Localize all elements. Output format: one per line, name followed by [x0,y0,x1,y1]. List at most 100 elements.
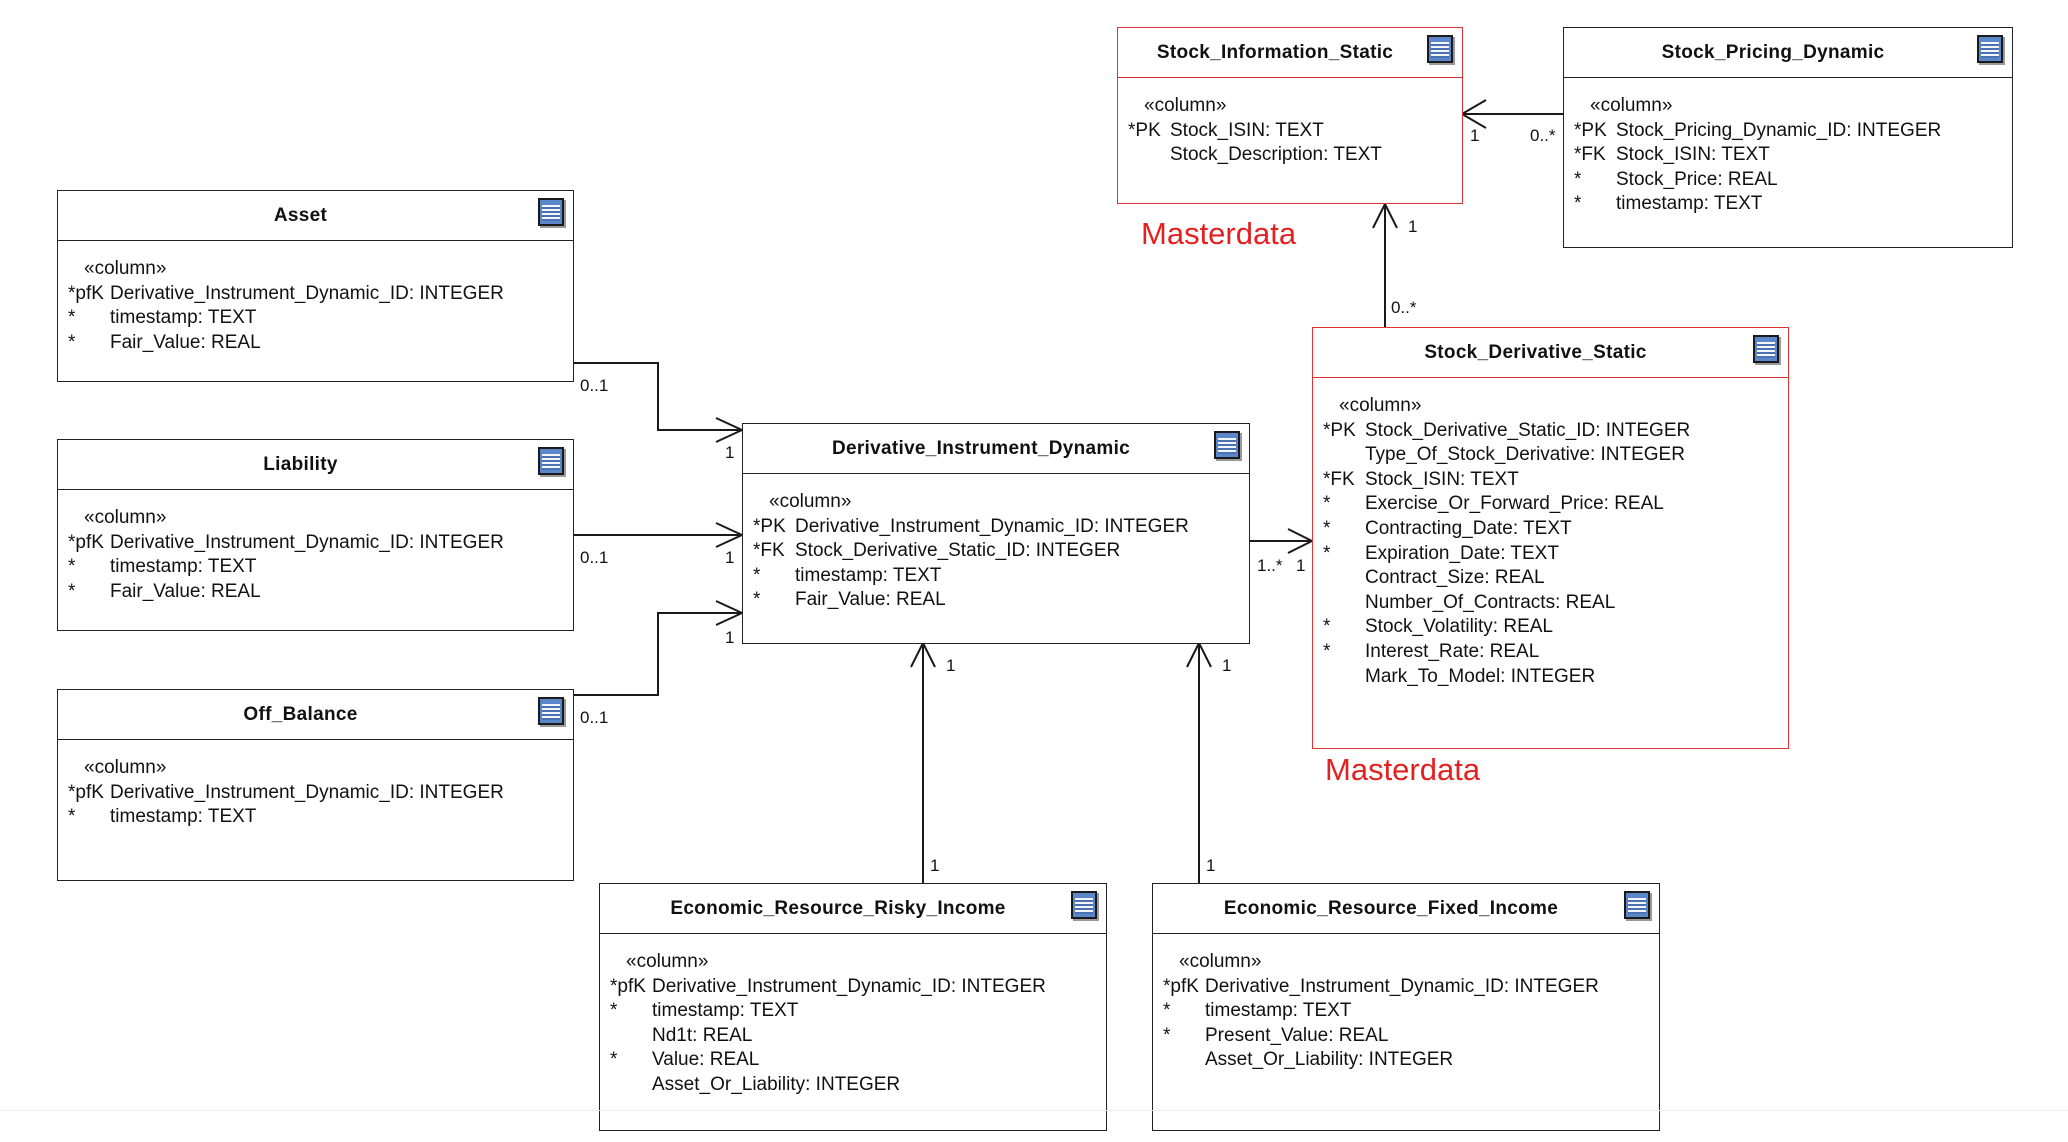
entity-title: Stock_Information_Static [1156,41,1394,63]
column-text: timestamp: TEXT [1616,193,1763,215]
column-key: * [68,307,76,329]
column-text: Derivative_Instrument_Dynamic_ID: INTEGE… [110,781,504,803]
column-row: *Fair_Value: REAL [753,588,1249,613]
masterdata-label-right: Masterdata [1325,752,1481,787]
column-key [1163,1048,1205,1073]
column-key [610,1073,652,1098]
column-text: Derivative_Instrument_Dynamic_ID: INTEGE… [652,975,1046,997]
multiplicity-label: 1 [946,656,956,675]
multiplicity-label: 0..1 [580,708,609,727]
column-text: Stock_ISIN: TEXT [1365,468,1519,490]
column-text: Stock_ISIN: TEXT [1616,144,1770,166]
multiplicity-label: 0..* [1391,298,1417,317]
multiplicity-label: 1 [725,628,735,647]
column-row: *Exercise_Or_Forward_Price: REAL [1323,492,1788,517]
column-key: * [68,331,76,353]
column-text: Mark_To_Model: INTEGER [1365,665,1596,687]
column-text: Type_Of_Stock_Derivative: INTEGER [1365,444,1685,466]
entity-economic-resource-fixed-income[interactable]: Economic_Resource_Fixed_Income «column» … [1152,883,1660,1131]
stereotype: «column» [626,951,709,972]
column-key: *PK [1323,419,1356,441]
column-text: Present_Value: REAL [1205,1024,1389,1046]
column-text: Fair_Value: REAL [110,580,261,602]
column-key: * [610,1000,618,1022]
table-icon [538,447,564,475]
multiplicity-label: 1 [1222,656,1232,675]
entity-derivative-instrument-dynamic[interactable]: Derivative_Instrument_Dynamic «column» *… [742,423,1250,644]
stereotype: «column» [84,258,167,279]
column-text: Stock_Derivative_Static_ID: INTEGER [1365,419,1691,441]
column-text: timestamp: TEXT [1205,1000,1352,1022]
entity-off-balance[interactable]: Off_Balance «column» *pfK Derivative_Inst… [57,689,574,881]
column-text: timestamp: TEXT [795,564,942,586]
column-text: timestamp: TEXT [110,806,257,828]
column-row: Asset_Or_Liability: INTEGER [1163,1048,1659,1073]
column-key: * [68,580,76,602]
multiplicity-label: 0..* [1530,126,1556,145]
rel-offbalance-dynamic [574,612,742,696]
column-text: Fair_Value: REAL [110,331,261,353]
stereotype: «column» [84,507,167,528]
stereotype: «column» [1339,395,1422,416]
column-text: Value: REAL [652,1049,760,1071]
stereotype: «column» [1590,95,1673,116]
column-row: *pfK Derivative_Instrument_Dynamic_ID: IN… [68,781,573,806]
arrowhead [1372,201,1398,229]
entity-header: Stock_Pricing_Dynamic [1564,28,2012,78]
column-text: Stock_Volatility: REAL [1365,616,1553,638]
entity-title: Off_Balance [243,703,358,725]
entity-title: Asset [273,204,328,226]
column-key: * [1323,616,1331,638]
column-key: * [753,564,761,586]
entity-body: «column» *PK Stock_Derivative_Static_ID: … [1313,378,1788,689]
column-row: *PK Derivative_Instrument_Dynamic_ID: INT… [753,515,1249,540]
column-text: Stock_Price: REAL [1616,168,1778,190]
column-key: *FK [1323,468,1355,490]
stereotype: «column» [1179,951,1262,972]
multiplicity-label: 1 [1206,856,1216,875]
stereotype: «column» [84,757,167,778]
column-key: * [1163,1000,1171,1022]
bottom-divider [0,1110,2068,1111]
multiplicity-label: 1 [930,856,940,875]
column-text: Stock_ISIN: TEXT [1170,119,1324,141]
column-key: *PK [1128,119,1161,141]
column-row: *Interest_Rate: REAL [1323,640,1788,665]
entity-title: Derivative_Instrument_Dynamic [831,437,1131,459]
multiplicity-label: 1..* [1257,556,1283,575]
column-key [1128,143,1170,168]
table-icon [1427,35,1453,63]
entity-economic-resource-risky-income[interactable]: Economic_Resource_Risky_Income «column» … [599,883,1107,1131]
entity-header: Stock_Information_Static [1118,28,1462,78]
column-text: Asset_Or_Liability: INTEGER [652,1073,901,1095]
column-key: *pfK [68,781,104,803]
column-key: * [1574,168,1582,190]
column-key: * [1323,640,1331,662]
column-key [1323,443,1365,468]
column-text: Stock_Derivative_Static_ID: INTEGER [795,540,1121,562]
column-row: Contract_Size: REAL [1323,566,1788,591]
column-text: Exercise_Or_Forward_Price: REAL [1365,493,1664,515]
stereotype: «column» [769,491,852,512]
column-row: *timestamp: TEXT [1574,192,2012,217]
column-text: Contract_Size: REAL [1365,567,1545,589]
column-row: *timestamp: TEXT [68,805,573,830]
column-row: *FK Stock_ISIN: TEXT [1323,468,1788,493]
column-text: Derivative_Instrument_Dynamic_ID: INTEGE… [795,515,1189,537]
rel-asset-dynamic [574,362,742,431]
column-key: *PK [753,515,786,537]
masterdata-label-top: Masterdata [1141,216,1297,251]
column-key: *pfK [68,531,104,553]
entity-title: Economic_Resource_Fixed_Income [1223,897,1559,919]
column-row: *Value: REAL [610,1048,1106,1073]
multiplicity-label: 1 [1408,217,1418,236]
